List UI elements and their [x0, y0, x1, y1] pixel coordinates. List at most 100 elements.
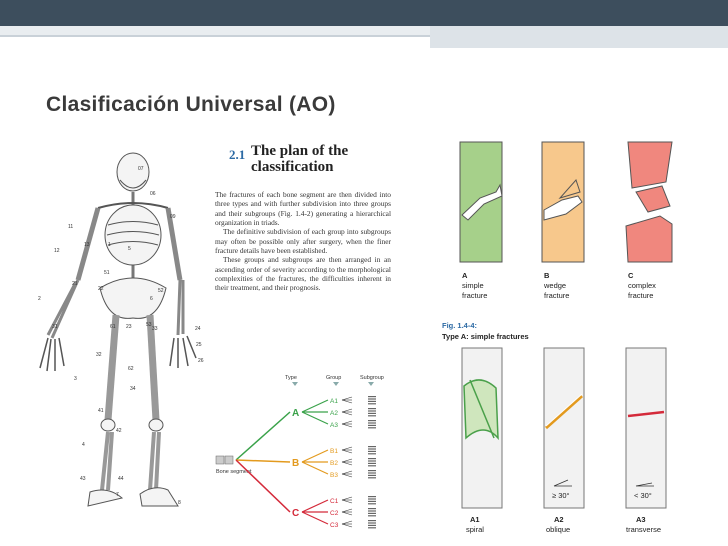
header-arrows	[292, 382, 374, 386]
header-divider	[0, 35, 430, 37]
paragraph: The fractures of each bone segment are t…	[215, 190, 391, 227]
subgroup-mark	[368, 427, 376, 428]
svg-text:fracture: fracture	[628, 291, 653, 300]
tree-group: B3	[330, 472, 338, 479]
subgroup-mark	[368, 415, 376, 416]
skeleton-segment-number: 41	[98, 408, 104, 414]
svg-text:complex: complex	[628, 281, 656, 290]
a1-code: A1	[470, 515, 480, 524]
svg-text:B: B	[544, 271, 550, 280]
a2-name: oblique	[546, 525, 570, 534]
skeleton-segment-number: 6	[150, 296, 153, 302]
subgroup-mark	[368, 453, 376, 454]
fig-number: Fig. 1.4-4:	[442, 321, 477, 330]
tree-header-subgroup: Subgroup	[360, 375, 384, 381]
subgroup-mark	[368, 470, 376, 471]
a2-code: A2	[554, 515, 564, 524]
subgroup-mark	[368, 413, 376, 414]
slide-title: Clasificación Universal (AO)	[46, 93, 336, 117]
subgroup-mark	[368, 525, 376, 526]
skeleton-segment-number: 62	[128, 366, 134, 372]
spiral-fracture	[464, 380, 498, 438]
section-title: The plan of the classification	[251, 143, 361, 175]
a3-angle: < 30°	[634, 491, 652, 500]
tree-group: C3	[330, 522, 339, 529]
subgroup-mark	[368, 410, 376, 411]
svg-text:simple: simple	[462, 281, 484, 290]
subgroup-mark	[368, 501, 376, 502]
fig-caption: Type A: simple fractures	[442, 332, 529, 341]
subgroup-mark	[368, 510, 376, 511]
skeleton-segment-number: 1	[108, 242, 111, 248]
subgroup-mark	[368, 448, 376, 449]
subgroup-mark	[368, 465, 376, 466]
skeleton-segment-number: 2	[38, 296, 41, 302]
a3-name: transverse	[626, 525, 661, 534]
a3-code: A3	[636, 515, 646, 524]
a1-name: spiral	[466, 525, 484, 534]
subgroup-mark	[368, 446, 376, 447]
skeleton-segment-number: 44	[118, 476, 124, 482]
subgroup-mark	[368, 515, 376, 516]
tree-group: B2	[330, 460, 338, 467]
tree-type-b: B	[292, 458, 299, 469]
subgroup-mark	[368, 477, 376, 478]
skeleton-segment-number: 4	[82, 442, 85, 448]
section-number: 2.1	[229, 147, 245, 163]
subgroup-mark	[368, 451, 376, 452]
bone-c-top	[628, 142, 672, 188]
subgroup-mark	[368, 403, 376, 404]
header-accent	[430, 26, 728, 48]
a2-angle: ≥ 30°	[552, 491, 570, 500]
subgroup-mark	[368, 460, 376, 461]
subgroup-mark	[368, 508, 376, 509]
fracture-types-figure: A simple fracture B wedge fracture C com…	[440, 140, 690, 306]
tree-group: A2	[330, 410, 338, 417]
skeleton-segment-number: 07	[138, 166, 144, 172]
skeleton-segment-number: 31	[52, 324, 58, 330]
skeleton-segment-number: 42	[116, 428, 122, 434]
bone-segment-icon	[216, 456, 224, 464]
fracture-type-labels: A simple fracture B wedge fracture C com…	[462, 271, 656, 300]
subgroup-mark	[368, 458, 376, 459]
skeleton-segment-number: 23	[126, 324, 132, 330]
subgroup-mark	[368, 522, 376, 523]
skeleton-segment-number: 12	[54, 248, 60, 254]
skeleton-segment-number: 11	[68, 224, 73, 230]
paragraph: The definitive subdivision of each group…	[215, 227, 391, 255]
skeleton-segment-number: 51	[104, 270, 110, 276]
tree-group: B1	[330, 448, 338, 455]
skeleton-segment-number: 34	[130, 386, 136, 392]
tree-header-group: Group	[326, 375, 341, 381]
tree-group: A1	[330, 398, 338, 405]
subgroup-mark	[368, 520, 376, 521]
subgroup-mark	[368, 408, 376, 409]
tree-group: A3	[330, 422, 338, 429]
paragraph: These groups and subgroups are then arra…	[215, 255, 391, 292]
section-body: The fractures of each bone segment are t…	[215, 190, 391, 293]
skeleton-segment-number: 13	[84, 242, 90, 248]
skeleton-segment-number: 22	[98, 286, 104, 292]
subgroup-mark	[368, 401, 376, 402]
subgroup-mark	[368, 527, 376, 528]
tree-group: C1	[330, 498, 339, 505]
svg-text:fracture: fracture	[462, 291, 487, 300]
subgroup-mark	[368, 513, 376, 514]
svg-text:C: C	[628, 271, 634, 280]
subgroup-mark	[368, 422, 376, 423]
bone-c-fragment	[636, 186, 670, 212]
skeleton-segment-number: 53	[146, 322, 152, 328]
tree-type-a: A	[292, 408, 299, 419]
tree-type-c: C	[292, 508, 299, 519]
subgroup-mark	[368, 496, 376, 497]
bone-segment-icon	[225, 456, 233, 464]
subgroup-mark	[368, 420, 376, 421]
skeleton-segment-number: 26	[198, 358, 204, 364]
skeleton-segment-number: 09	[170, 214, 176, 220]
skeleton-segment-number: 06	[150, 191, 156, 197]
classification-tree: Type Group Subgroup Bone segment AA1A2A3…	[212, 370, 398, 538]
skeleton-segment-number: 25	[196, 342, 202, 348]
simple-fractures-figure: Fig. 1.4-4: Type A: simple fractures ≥ 3…	[440, 318, 702, 542]
header-bar	[0, 0, 728, 26]
